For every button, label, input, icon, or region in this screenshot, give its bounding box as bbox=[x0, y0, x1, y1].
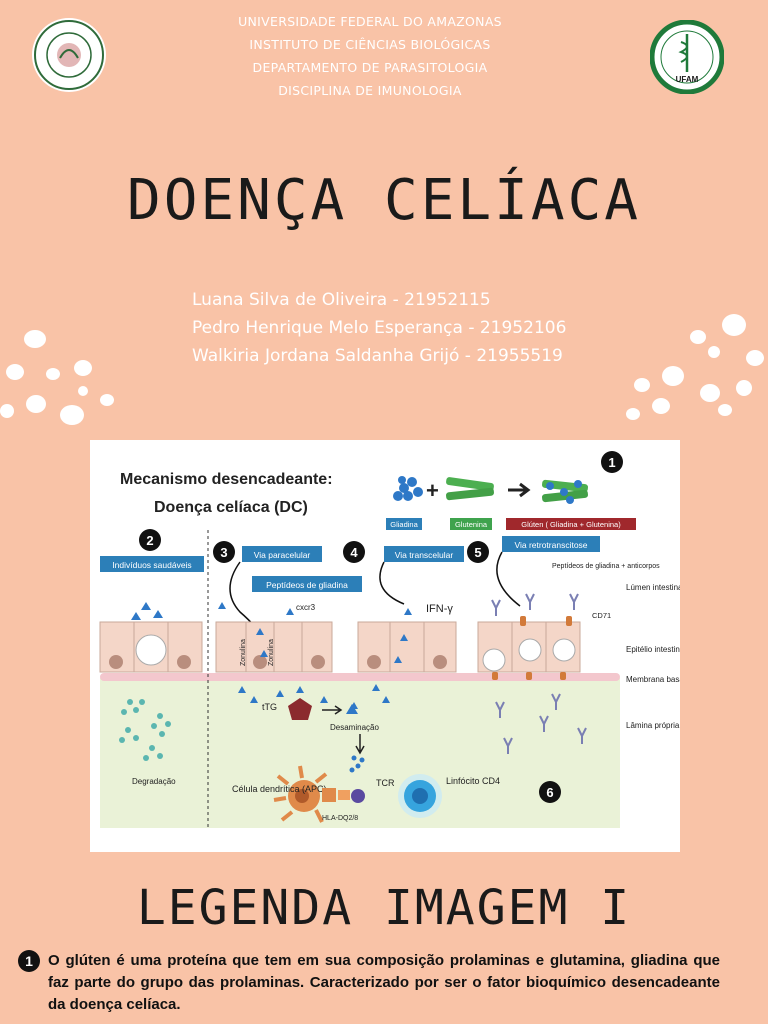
university-seal-logo bbox=[32, 18, 106, 92]
page-title: DOENÇA CELÍACA bbox=[126, 168, 641, 233]
svg-text:4: 4 bbox=[350, 545, 358, 560]
label-epitelio: Epitélio intestinal bbox=[626, 645, 680, 654]
step-badge-1: 1 bbox=[601, 451, 623, 473]
label-desaminacao: Desaminação bbox=[330, 723, 379, 732]
label-lumen: Lúmen intestinal bbox=[626, 583, 680, 592]
step-badge-3: 3 bbox=[213, 541, 235, 563]
box-peptideos-gliadina: Peptídeos de gliadina bbox=[266, 580, 348, 590]
ufam-logo-text: UFAM bbox=[676, 75, 699, 84]
cd71-receptors bbox=[492, 616, 572, 680]
degradation-clusters bbox=[119, 699, 171, 761]
legend-item-number: 1 bbox=[18, 950, 40, 972]
header-line-department: DEPARTAMENTO DE PARASITOLOGIA bbox=[252, 60, 488, 75]
box-via-transcelular: Via transcelular bbox=[395, 550, 454, 560]
medicine-faculty-logo: UFAM bbox=[649, 19, 725, 95]
label-cd71: CD71 bbox=[592, 611, 611, 620]
figure-title-line2: Doença celíaca (DC) bbox=[154, 499, 308, 516]
dendritic-cell-icon bbox=[273, 765, 328, 823]
epithelium-paracellular bbox=[215, 621, 333, 673]
header-line-discipline: DISCIPLINA DE IMUNOLOGIA bbox=[278, 83, 462, 98]
label-ifn-gamma: IFN-γ bbox=[426, 603, 453, 615]
author-3: Walkiria Jordana Saldanha Grijó - 219555… bbox=[192, 346, 563, 366]
label-tcr: TCR bbox=[376, 778, 395, 788]
gliadin-peptides bbox=[131, 602, 412, 709]
label-hla: HLA-DQ2/8 bbox=[322, 815, 358, 822]
cd4-lymphocyte-icon bbox=[398, 774, 442, 818]
legend-title: LEGENDA IMAGEM I bbox=[136, 880, 632, 936]
label-peptideos-anticorpos: Peptídeos de gliadina + anticorpos bbox=[552, 563, 660, 570]
epithelium-retrotranscytosis bbox=[477, 621, 581, 673]
svg-text:+: + bbox=[426, 478, 439, 503]
zonulina-label-1: Zonulina bbox=[240, 639, 247, 666]
box-via-retrotranscitose: Via retrotranscitose bbox=[514, 540, 587, 550]
label-linfocito: Linfócito CD4 bbox=[446, 776, 500, 786]
svg-text:3: 3 bbox=[220, 545, 227, 560]
svg-text:2: 2 bbox=[146, 533, 153, 548]
svg-text:5: 5 bbox=[474, 545, 481, 560]
celiac-mechanism-figure: Mecanismo desencadeante: Doença celíaca … bbox=[90, 440, 680, 852]
tag-gliadina: Gliadina bbox=[390, 520, 418, 529]
zonulina-label-2: Zonulina bbox=[268, 639, 275, 666]
label-lamina: Lâmina própria bbox=[626, 721, 680, 730]
epithelium-healthy bbox=[99, 621, 203, 673]
epithelium-transcellular bbox=[357, 621, 457, 673]
label-celula-dendritica: Célula dendrítica (APC) bbox=[232, 784, 327, 794]
label-cxcr3: cxcr3 bbox=[296, 603, 316, 612]
tag-glutenina: Glutenina bbox=[455, 520, 488, 529]
legend-text: O glúten é uma proteína que tem em sua c… bbox=[48, 952, 720, 1013]
basement-membrane bbox=[100, 673, 620, 681]
tag-gluten: Glúten ( Gliadina + Glutenina) bbox=[521, 520, 621, 529]
header-line-institute: INSTITUTO DE CIÊNCIAS BIOLÓGICAS bbox=[249, 37, 491, 52]
gluten-complex-icon bbox=[542, 479, 588, 504]
figure-title-line1: Mecanismo desencadeante: bbox=[120, 471, 333, 488]
svg-text:6: 6 bbox=[546, 785, 553, 800]
antibodies bbox=[491, 593, 587, 754]
step-badge-2: 2 bbox=[139, 529, 161, 551]
author-2: Pedro Henrique Melo Esperança - 21952106 bbox=[192, 318, 567, 338]
ttg-enzyme-icon bbox=[288, 698, 312, 720]
label-ttg: tTG bbox=[262, 702, 277, 712]
author-1: Luana Silva de Oliveira - 21952115 bbox=[192, 290, 491, 310]
box-via-paracelular: Via paracelular bbox=[254, 550, 311, 560]
header-line-university: UNIVERSIDADE FEDERAL DO AMAZONAS bbox=[238, 14, 502, 29]
svg-text:1: 1 bbox=[608, 455, 615, 470]
step-badge-5: 5 bbox=[467, 541, 489, 563]
label-membrana: Membrana basal bbox=[626, 675, 680, 684]
label-degradacao: Degradação bbox=[132, 777, 176, 786]
step-badge-6: 6 bbox=[539, 781, 561, 803]
glutenin-strands-icon bbox=[446, 477, 494, 501]
gliadin-cluster-icon bbox=[393, 476, 423, 501]
step-badge-4: 4 bbox=[343, 541, 365, 563]
box-individuos-saudaveis: Indivíduos saudáveis bbox=[112, 560, 191, 570]
